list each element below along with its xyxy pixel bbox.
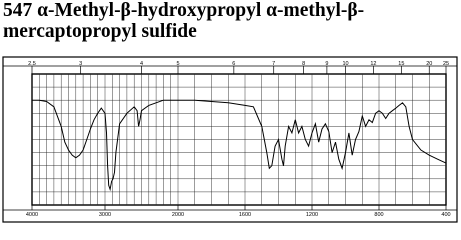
bottom-tick-label: 1200 xyxy=(306,212,318,218)
spectrum-trace xyxy=(32,99,447,192)
top-tick-label: 25 xyxy=(443,61,449,67)
compound-title-line-2: mercaptopropyl sulfide xyxy=(3,21,197,42)
top-tick-label: 4 xyxy=(140,61,143,67)
top-tick-label: 5 xyxy=(176,61,179,67)
top-tick-label: 10 xyxy=(342,61,348,67)
top-tick-label: 9 xyxy=(325,61,328,67)
top-tick-label: 7 xyxy=(272,61,275,67)
top-tick-label: 3 xyxy=(79,61,82,67)
bottom-tick-label: 2000 xyxy=(172,212,184,218)
bottom-tick-label: 800 xyxy=(374,212,383,218)
bottom-tick-label: 3000 xyxy=(99,212,111,218)
bottom-tick-label: 1600 xyxy=(239,212,251,218)
top-tick-label: 6 xyxy=(232,61,235,67)
top-tick-label: 12 xyxy=(370,61,376,67)
bottom-tick-label: 4000 xyxy=(26,212,38,218)
top-tick-label: 8 xyxy=(302,61,305,67)
top-axis-ticks: 2.5 3 4 5 6 7 8 9 10 12 15 20 25 xyxy=(28,61,449,74)
bottom-axis-ticks: 4000 3000 2000 1600 1200 800 400 xyxy=(26,205,451,218)
top-tick-label: 15 xyxy=(398,61,404,67)
top-tick-label: 2.5 xyxy=(28,61,36,67)
outer-border xyxy=(2,56,458,223)
compound-title-line-1: 547 α-Methyl-β-hydroxypropyl α-methyl-β- xyxy=(3,0,365,21)
top-tick-label: 20 xyxy=(426,61,432,67)
bottom-tick-label: 400 xyxy=(441,212,450,218)
ir-spectrum-chart: 2.5 3 4 5 6 7 8 9 10 12 15 20 25 4000 3000 2000 1600 120… xyxy=(2,56,458,223)
plot-grid xyxy=(32,74,446,205)
